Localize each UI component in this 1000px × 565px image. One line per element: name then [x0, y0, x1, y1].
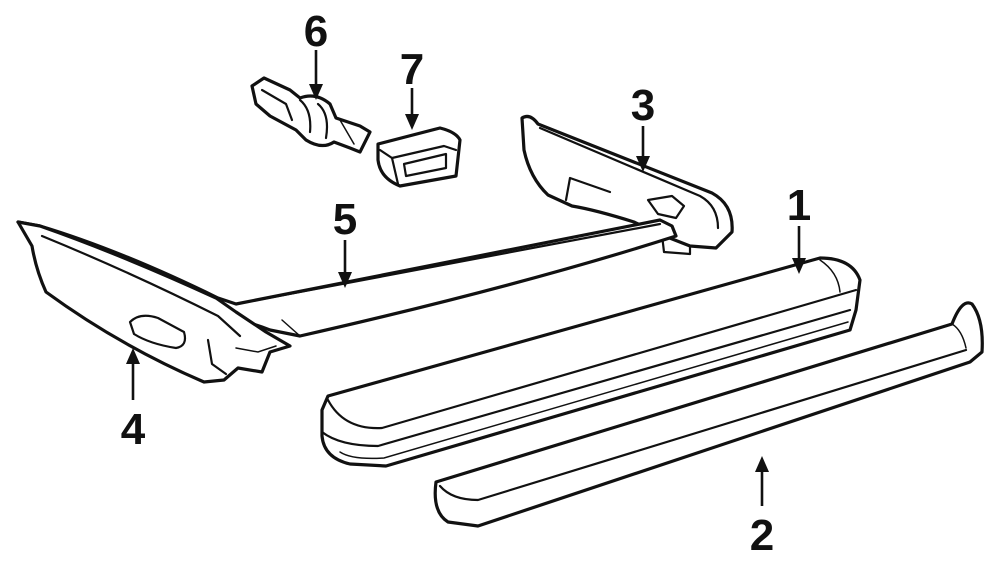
part-1-bumper-cover	[320, 256, 862, 468]
leader-3	[636, 126, 650, 172]
leader-2	[755, 456, 769, 506]
part-7-clip	[376, 126, 462, 188]
callout-6: 6	[304, 7, 328, 56]
part-3-side-bracket	[520, 114, 734, 256]
callout-1: 1	[787, 181, 811, 230]
leader-1	[792, 226, 806, 274]
leader-4	[126, 348, 140, 400]
leader-7	[405, 88, 419, 130]
callout-5: 5	[333, 195, 357, 244]
part-2-bumper-strip	[433, 301, 984, 528]
callout-4: 4	[121, 405, 146, 454]
callout-2: 2	[750, 511, 774, 560]
part-4-side-bracket	[16, 220, 292, 384]
part-6-bolt	[250, 76, 372, 154]
callout-3: 3	[631, 81, 655, 130]
leader-5	[338, 240, 352, 288]
leader-6	[309, 50, 323, 100]
callout-7: 7	[400, 45, 424, 94]
